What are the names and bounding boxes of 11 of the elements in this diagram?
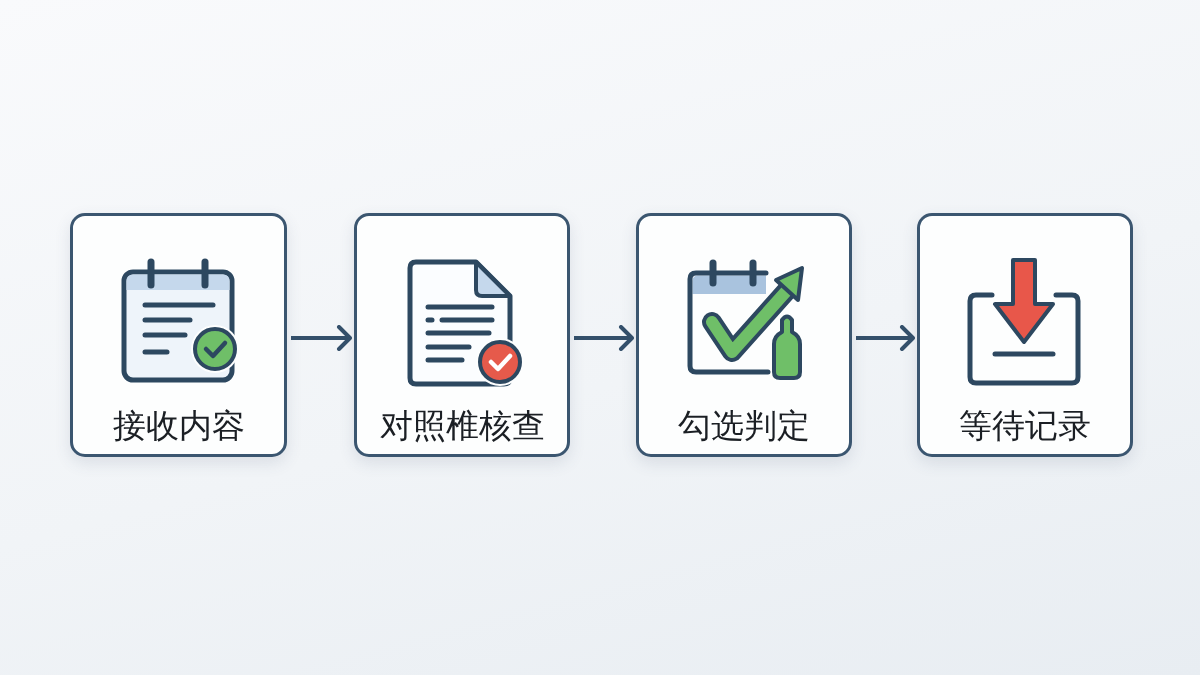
step-label: 对照椎核查 bbox=[379, 406, 545, 446]
process-box bbox=[636, 213, 852, 457]
step-label: 勾选判定 bbox=[678, 406, 810, 446]
process-box bbox=[354, 213, 570, 457]
arrow bbox=[291, 325, 352, 351]
step-label: 接收内容 bbox=[112, 406, 245, 446]
arrow bbox=[574, 325, 634, 351]
arrow bbox=[856, 325, 915, 351]
step-label: 等待记录 bbox=[959, 406, 1091, 446]
process-box bbox=[70, 213, 287, 457]
process-box bbox=[917, 213, 1133, 457]
